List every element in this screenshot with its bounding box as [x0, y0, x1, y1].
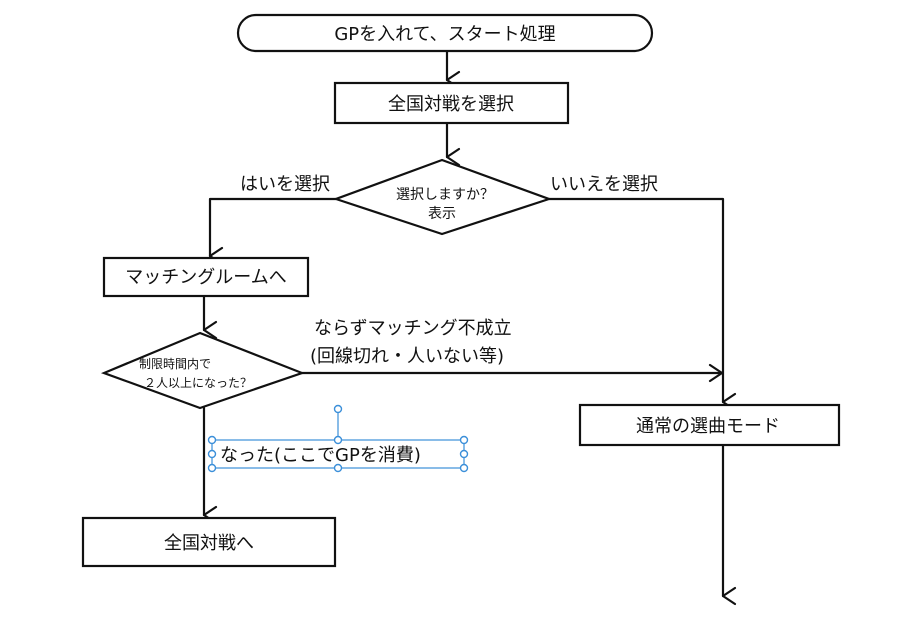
confirm-decision[interactable]: 選択しますか？ 表示 — [332, 158, 553, 236]
to-national-process[interactable]: 全国対戦へ — [81, 516, 337, 568]
players-decision-label-line1: 制限時間内で — [139, 357, 211, 371]
normal-mode-process[interactable]: 通常の選曲モード — [578, 403, 841, 447]
confirm-decision-label-line2: 表示 — [428, 206, 456, 222]
no-edge-label: いいえを選択 — [550, 174, 658, 195]
resize-handle-se[interactable] — [459, 463, 469, 473]
yes-edge-label: はいを選択 — [240, 174, 330, 195]
not-matched-label-line1: ならずマッチング不成立 — [314, 318, 512, 339]
players-decision-label-line2: ２人以上になった？ — [144, 376, 252, 390]
resize-handle-ne[interactable] — [459, 435, 469, 445]
edge-no-to-normal — [547, 197, 737, 412]
became-edge-label: なった(ここでGPを消費) — [220, 445, 421, 466]
confirm-decision-label-line1: 選択しますか？ — [396, 187, 494, 203]
start-terminator[interactable]: GPを入れて、スタート処理 — [236, 13, 654, 53]
start-label: GPを入れて、スタート処理 — [334, 24, 555, 45]
select-national-process[interactable]: 全国対戦を選択 — [333, 81, 570, 125]
resize-handle-nw[interactable] — [207, 435, 217, 445]
resize-handle-s[interactable] — [333, 463, 343, 473]
not-matched-label-line2: (回線切れ・人いない等) — [310, 346, 504, 367]
edges — [202, 48, 737, 606]
select-national-label: 全国対戦を選択 — [388, 94, 514, 115]
resize-handle-e[interactable] — [459, 449, 469, 459]
players-decision[interactable]: 制限時間内で ２人以上になった？ — [100, 331, 306, 410]
resize-handle-n[interactable] — [333, 435, 343, 445]
resize-handle-w[interactable] — [207, 449, 217, 459]
edge-yes-to-matching — [208, 197, 338, 266]
to-national-label: 全国対戦へ — [164, 533, 254, 554]
matching-room-process[interactable]: マッチングルームへ — [102, 256, 310, 298]
normal-mode-label: 通常の選曲モード — [636, 416, 780, 437]
rotate-handle[interactable] — [333, 404, 343, 414]
resize-handle-sw[interactable] — [207, 463, 217, 473]
matching-room-label: マッチングルームへ — [125, 267, 286, 288]
became-label-selected[interactable]: なった(ここでGPを消費) — [207, 404, 469, 473]
